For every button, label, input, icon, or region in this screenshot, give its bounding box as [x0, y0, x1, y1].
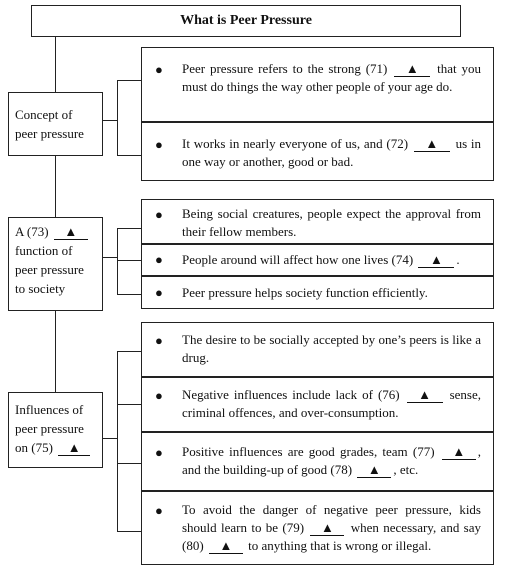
category-influences: Influences of peer pressure on (75) ▲	[8, 392, 103, 468]
spine-line-mid-1	[55, 156, 56, 217]
category-function-line-3: peer pressure	[15, 262, 84, 277]
function-item-1: ● Being social creatures, people expect …	[141, 199, 494, 244]
category-concept-line-2: peer pressure	[15, 126, 84, 141]
answer-blank-77[interactable]: ▲	[441, 445, 476, 460]
answer-blank-76[interactable]: ▲	[406, 388, 443, 403]
answer-blank-80[interactable]: ▲	[208, 539, 243, 554]
answer-blank-75[interactable]: ▲	[58, 441, 91, 456]
function-item-2-text: People around will affect how one lives …	[182, 252, 460, 268]
influences-item-3-text: Positive influences are good grades, tea…	[182, 444, 481, 478]
influences-item-4-text: To avoid the danger of negative peer pre…	[182, 502, 481, 554]
connector-g2-b	[117, 260, 141, 261]
concept-item-1: ● Peer pressure refers to the strong (71…	[141, 47, 494, 122]
answer-blank-78[interactable]: ▲	[357, 463, 392, 478]
function-item-3: ● Peer pressure helps society function e…	[141, 276, 494, 309]
connector-g3-stub	[102, 438, 118, 439]
connector-g3-a	[117, 351, 141, 352]
influences-item-1: ● The desire to be socially accepted by …	[141, 322, 494, 377]
connector-g3-b	[117, 404, 141, 405]
concept-item-2: ● It works in nearly everyone of us, and…	[141, 122, 494, 181]
influences-item-2: ● Negative influences include lack of (7…	[141, 377, 494, 432]
bullet-icon: ●	[155, 137, 163, 152]
concept-item-1-text: Peer pressure refers to the strong (71) …	[182, 61, 482, 94]
connector-g1-a	[117, 80, 141, 81]
bullet-icon: ●	[155, 207, 163, 222]
bullet-icon: ●	[155, 445, 163, 460]
category-function: A (73) ▲ function of peer pressure to so…	[8, 217, 103, 311]
connector-g3-c	[117, 463, 141, 464]
category-function-line-2: function of	[15, 243, 73, 258]
bullet-icon: ●	[155, 62, 163, 77]
bullet-icon: ●	[155, 503, 163, 518]
connector-g1-stub	[102, 120, 118, 121]
connector-g2-a	[117, 228, 141, 229]
influences-item-3: ● Positive influences are good grades, t…	[141, 432, 494, 491]
diagram-title: What is Peer Pressure	[31, 5, 461, 37]
connector-g2-c	[117, 294, 141, 295]
function-item-3-text: Peer pressure helps society function eff…	[182, 285, 428, 300]
answer-blank-73[interactable]: ▲	[53, 225, 88, 240]
concept-item-2-text: It works in nearly everyone of us, and (…	[182, 136, 482, 169]
connector-g3-d	[117, 531, 141, 532]
function-item-2: ● People around will affect how one live…	[141, 244, 494, 276]
category-function-line-1: A (73) ▲	[15, 222, 96, 241]
influences-item-1-text: The desire to be socially accepted by on…	[182, 332, 481, 365]
connector-g1-b	[117, 155, 141, 156]
influences-item-2-text: Negative influences include lack of (76)…	[182, 387, 481, 420]
category-function-prefix: A (73)	[15, 224, 52, 239]
bullet-icon: ●	[155, 285, 163, 300]
influences-item-4: ● To avoid the danger of negative peer p…	[141, 491, 494, 565]
category-concept-line-1: Concept of	[15, 107, 73, 122]
bullet-icon: ●	[155, 333, 163, 348]
category-influences-line-2: peer pressure	[15, 421, 84, 436]
category-influences-prefix: on (75)	[15, 440, 57, 455]
function-item-1-text: Being social creatures, people expect th…	[182, 206, 481, 239]
answer-blank-74[interactable]: ▲	[418, 253, 455, 268]
category-function-line-4: to society	[15, 281, 66, 296]
connector-g1-vert	[117, 80, 118, 155]
connector-g2-vert	[117, 228, 118, 294]
bullet-icon: ●	[155, 388, 163, 403]
connector-g2-stub	[102, 257, 118, 258]
answer-blank-72[interactable]: ▲	[413, 137, 450, 152]
connector-g3-vert	[117, 351, 118, 531]
answer-blank-71[interactable]: ▲	[394, 62, 431, 77]
bullet-icon: ●	[155, 252, 163, 267]
diagram-title-text: What is Peer Pressure	[180, 13, 312, 28]
category-concept: Concept of peer pressure	[8, 92, 103, 156]
spine-line-mid-2	[55, 311, 56, 392]
spine-line-top	[55, 37, 56, 92]
category-influences-line-3: on (75) ▲	[15, 438, 96, 457]
category-influences-line-1: Influences of	[15, 402, 84, 417]
answer-blank-79[interactable]: ▲	[310, 521, 345, 536]
